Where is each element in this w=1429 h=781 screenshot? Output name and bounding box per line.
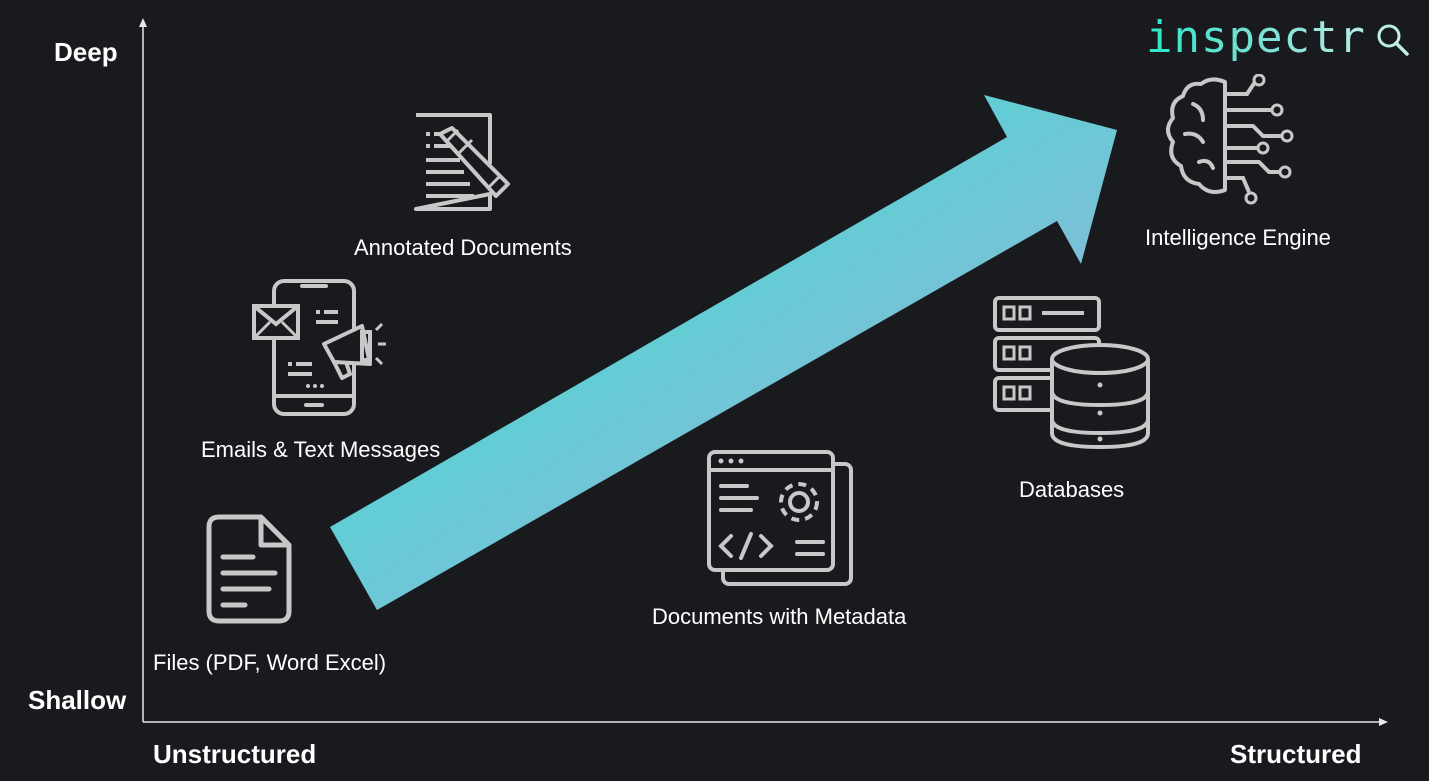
x-axis-left-label: Unstructured — [153, 739, 317, 769]
node-label-annotated: Annotated Documents — [354, 235, 572, 260]
node-label-metadata: Documents with Metadata — [652, 604, 907, 629]
node-label-databases: Databases — [1019, 477, 1125, 502]
node-label-files: Files (PDF, Word Excel) — [153, 650, 387, 675]
y-axis-bottom-label: Shallow — [28, 685, 127, 715]
code-settings-window-icon — [707, 450, 857, 588]
brain-circuit-icon — [1163, 74, 1295, 206]
x-axis-right-label: Structured — [1230, 739, 1362, 769]
y-axis-top-label: Deep — [54, 37, 118, 67]
brand-logo: inspectr — [1146, 12, 1410, 63]
phone-message-icon — [250, 278, 390, 418]
annotated-document-icon — [412, 112, 512, 212]
node-label-emails: Emails & Text Messages — [201, 437, 441, 462]
magnifier-icon — [1376, 23, 1410, 57]
brand-name: inspectr — [1146, 12, 1366, 63]
file-icon — [205, 513, 295, 625]
database-server-icon — [992, 295, 1152, 451]
node-label-intelligence: Intelligence Engine — [1145, 225, 1331, 250]
